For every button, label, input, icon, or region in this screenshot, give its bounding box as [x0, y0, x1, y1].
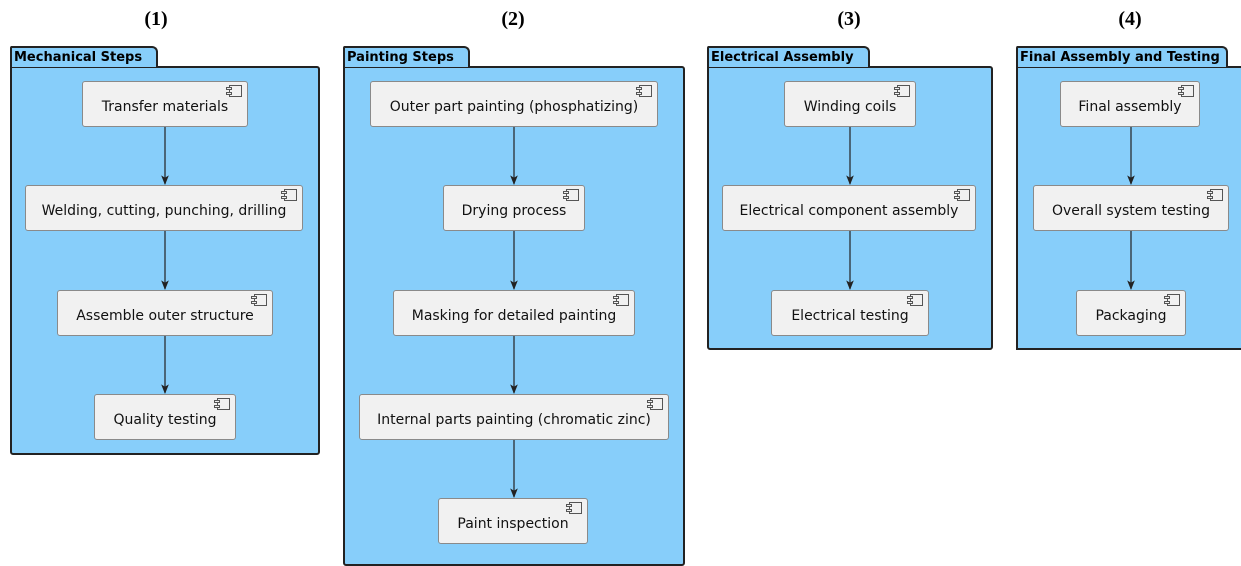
- step-label: Masking for detailed painting: [411, 308, 617, 324]
- uml-component-icon: [907, 294, 923, 306]
- step-electrical-testing[interactable]: Electrical testing: [771, 290, 929, 336]
- step-label: Packaging: [1095, 308, 1167, 324]
- step-internal-parts-painting[interactable]: Internal parts painting (chromatic zinc): [359, 394, 669, 440]
- column-label-1: (1): [144, 8, 168, 30]
- step-label: Drying process: [461, 203, 567, 219]
- uml-component-icon: [636, 85, 652, 97]
- step-masking-detailed-painting[interactable]: Masking for detailed painting: [393, 290, 635, 336]
- step-label: Paint inspection: [457, 516, 569, 532]
- uml-component-icon: [954, 189, 970, 201]
- uml-component-icon: [251, 294, 267, 306]
- step-label: Electrical testing: [791, 308, 909, 324]
- step-welding-cutting[interactable]: Welding, cutting, punching, drilling: [25, 185, 303, 231]
- package-title: Painting Steps: [343, 46, 470, 67]
- package-title: Electrical Assembly: [707, 46, 870, 67]
- step-quality-testing[interactable]: Quality testing: [94, 394, 236, 440]
- step-label: Internal parts painting (chromatic zinc): [377, 412, 651, 428]
- step-winding-coils[interactable]: Winding coils: [784, 81, 916, 127]
- uml-component-icon: [647, 398, 663, 410]
- step-label: Winding coils: [803, 99, 897, 115]
- step-label: Electrical component assembly: [739, 203, 959, 219]
- step-paint-inspection[interactable]: Paint inspection: [438, 498, 588, 544]
- step-final-assembly[interactable]: Final assembly: [1060, 81, 1200, 127]
- uml-component-icon: [226, 85, 242, 97]
- uml-component-icon: [566, 502, 582, 514]
- step-label: Transfer materials: [101, 99, 229, 115]
- uml-component-icon: [563, 189, 579, 201]
- step-label: Final assembly: [1078, 99, 1182, 115]
- uml-component-icon: [214, 398, 230, 410]
- step-label: Overall system testing: [1051, 203, 1211, 219]
- column-label-3: (3): [837, 8, 861, 30]
- step-label: Assemble outer structure: [76, 308, 254, 324]
- column-label-4: (4): [1118, 8, 1142, 30]
- uml-component-icon: [1178, 85, 1194, 97]
- package-title: Final Assembly and Testing: [1016, 46, 1228, 67]
- step-assemble-outer-structure[interactable]: Assemble outer structure: [57, 290, 273, 336]
- step-label: Outer part painting (phosphatizing): [389, 99, 639, 115]
- uml-component-icon: [894, 85, 910, 97]
- uml-component-icon: [1207, 189, 1223, 201]
- step-label: Quality testing: [113, 412, 217, 428]
- uml-component-icon: [613, 294, 629, 306]
- step-overall-system-testing[interactable]: Overall system testing: [1033, 185, 1229, 231]
- step-outer-part-painting[interactable]: Outer part painting (phosphatizing): [370, 81, 658, 127]
- package-title: Mechanical Steps: [10, 46, 159, 67]
- step-label: Welding, cutting, punching, drilling: [41, 203, 287, 219]
- step-electrical-component-assembly[interactable]: Electrical component assembly: [722, 185, 976, 231]
- uml-component-icon: [281, 189, 297, 201]
- column-label-2: (2): [501, 8, 525, 30]
- uml-component-icon: [1164, 294, 1180, 306]
- step-transfer-materials[interactable]: Transfer materials: [82, 81, 248, 127]
- step-packaging[interactable]: Packaging: [1076, 290, 1186, 336]
- step-drying-process[interactable]: Drying process: [443, 185, 585, 231]
